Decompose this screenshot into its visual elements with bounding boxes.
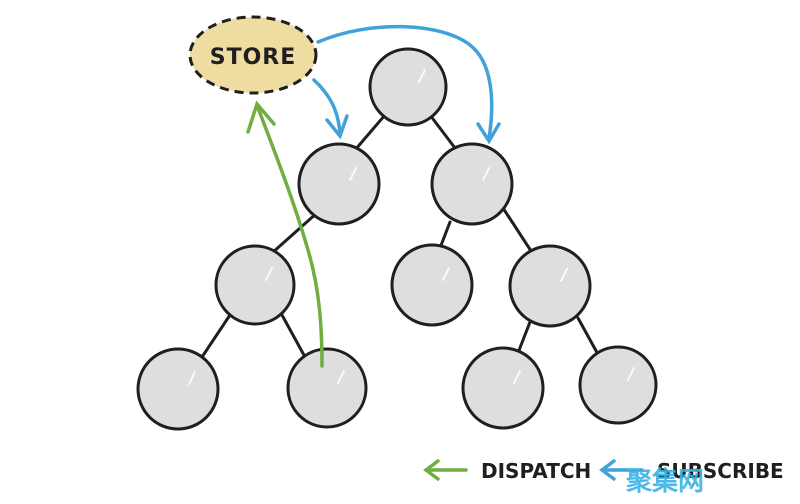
node-leaf-2	[286, 347, 368, 429]
edge-root-left	[353, 113, 387, 152]
node-root	[368, 47, 448, 127]
edge-ll-leaf2	[280, 313, 307, 359]
store-shape	[188, 15, 318, 95]
dispatch-arrowhead	[246, 100, 276, 134]
legend: DISPATCH SUBSCRIBE	[423, 459, 784, 483]
legend-dispatch-label: DISPATCH	[481, 459, 591, 483]
left-arrow-icon	[423, 459, 468, 481]
node-leaf-1	[136, 347, 220, 431]
subscribe-arrow-to-right	[316, 24, 494, 140]
dispatch-arrow-path	[256, 106, 324, 368]
legend-subscribe: SUBSCRIBE	[599, 459, 784, 483]
legend-subscribe-label: SUBSCRIBE	[657, 459, 784, 483]
legend-dispatch: DISPATCH	[423, 459, 591, 483]
subscribe-arrowhead-right	[476, 122, 501, 145]
node-right-right	[508, 244, 592, 328]
tree-nodes	[136, 47, 658, 431]
node-right-left	[390, 243, 474, 327]
left-arrow-icon	[599, 459, 644, 481]
tree-edges	[198, 113, 602, 362]
edge-right-rightleaf	[438, 220, 452, 250]
edge-rr-leaf1	[516, 320, 532, 355]
edge-rr-leaf2	[576, 316, 602, 360]
edge-root-right	[428, 113, 457, 150]
node-highlights	[188, 69, 635, 385]
subscribe-arrows	[312, 24, 501, 145]
store: STORE	[188, 15, 318, 95]
watermark: 聚集网	[625, 466, 704, 497]
edge-left-leftchild	[270, 210, 320, 255]
node-left-left	[214, 244, 296, 326]
store-label: STORE	[210, 45, 297, 70]
edge-ll-leaf1	[198, 313, 232, 362]
node-leaf-3	[461, 346, 545, 430]
dispatch-arrow	[246, 100, 324, 368]
subscribe-arrowhead-left	[325, 114, 349, 140]
node-right	[430, 142, 514, 226]
node-leaf-4	[578, 345, 658, 425]
subscribe-arrow-to-left	[312, 78, 342, 135]
node-left	[297, 142, 381, 226]
edge-right-rightchild	[501, 206, 535, 256]
